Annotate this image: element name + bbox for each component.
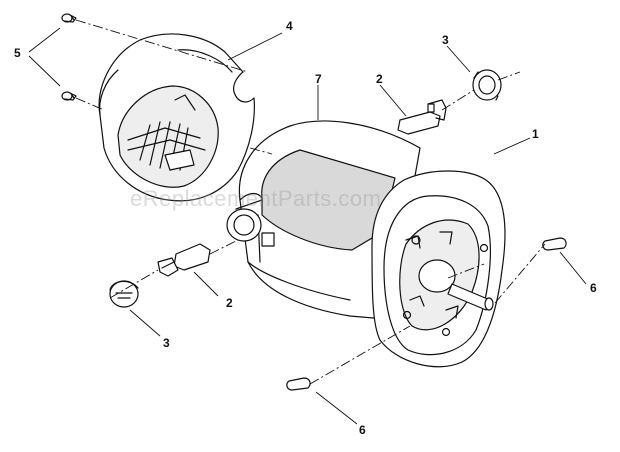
brush-holder-upper [397,99,447,135]
callout-6-bottom: 6 [359,423,366,437]
brush-holder-lower [157,243,211,277]
callout-2-lower: 2 [226,296,233,310]
callout-1: 1 [532,127,539,141]
assembly-lines [75,19,546,385]
screw-bottom [61,91,77,101]
callout-7: 7 [315,72,322,86]
end-cap-housing [98,33,255,202]
watermark-text: eReplacementParts.com [130,186,382,211]
callout-4: 4 [286,19,293,33]
callout-2-upper: 2 [376,72,383,86]
screw-top [61,13,77,23]
callout-5: 5 [14,46,21,60]
leader-lines [28,27,587,425]
callout-3-lower: 3 [163,336,170,350]
brush-cap-lower [109,280,139,308]
mounting-flange [371,170,506,368]
foot-pad-bottom [286,377,311,391]
bearing-boss [226,199,275,247]
motor-shaft [447,283,494,311]
callout-3-upper: 3 [442,33,449,47]
brush-cap-upper [472,69,502,101]
foot-pad-right [542,237,567,251]
callout-6-right: 6 [590,281,597,295]
